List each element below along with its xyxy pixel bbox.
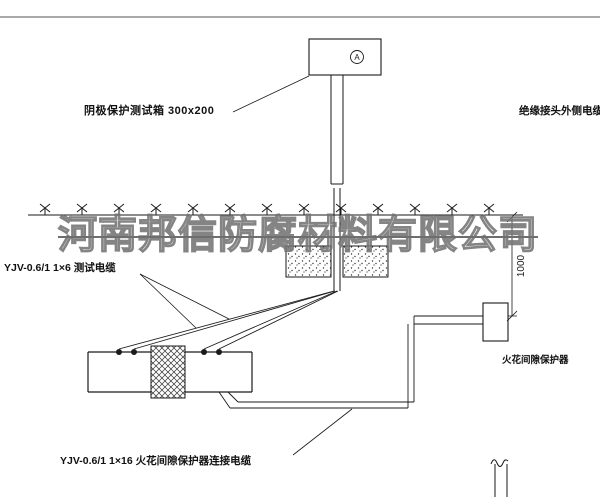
connection-cable-leader-line xyxy=(292,408,353,456)
insulated-joint xyxy=(150,345,186,399)
test-cable-lines xyxy=(118,290,339,350)
outer-cable-label: 绝缘接头外侧电缆 xyxy=(519,105,600,117)
test-cable-leader-lines xyxy=(139,273,230,329)
dimension-line: 1000 xyxy=(506,211,527,322)
spark-gap-protector-label: 火花间隙保护器 xyxy=(502,355,569,366)
dimension-value: 1000 xyxy=(516,254,527,277)
test-box-leader-line xyxy=(232,75,310,113)
pipeline xyxy=(87,345,253,399)
test-box: A xyxy=(308,38,382,76)
cable-terminals xyxy=(116,349,222,355)
spark-gap-protector xyxy=(482,302,509,342)
conduit-riser xyxy=(330,75,344,291)
connection-cable-label: YJV-0.6/1 1×16 火花间隙保护器连接电缆 xyxy=(60,455,252,467)
pipe-break-symbol xyxy=(490,459,509,497)
test-cable-label: YJV-0.6/1 1×6 测试电缆 xyxy=(4,262,116,274)
test-box-label: 阴极保护测试箱 300x200 xyxy=(84,105,215,117)
ground-line xyxy=(28,203,523,216)
concrete-foundation xyxy=(285,245,389,278)
protector-connection-cables xyxy=(218,315,483,409)
meter-symbol: A xyxy=(354,53,360,62)
